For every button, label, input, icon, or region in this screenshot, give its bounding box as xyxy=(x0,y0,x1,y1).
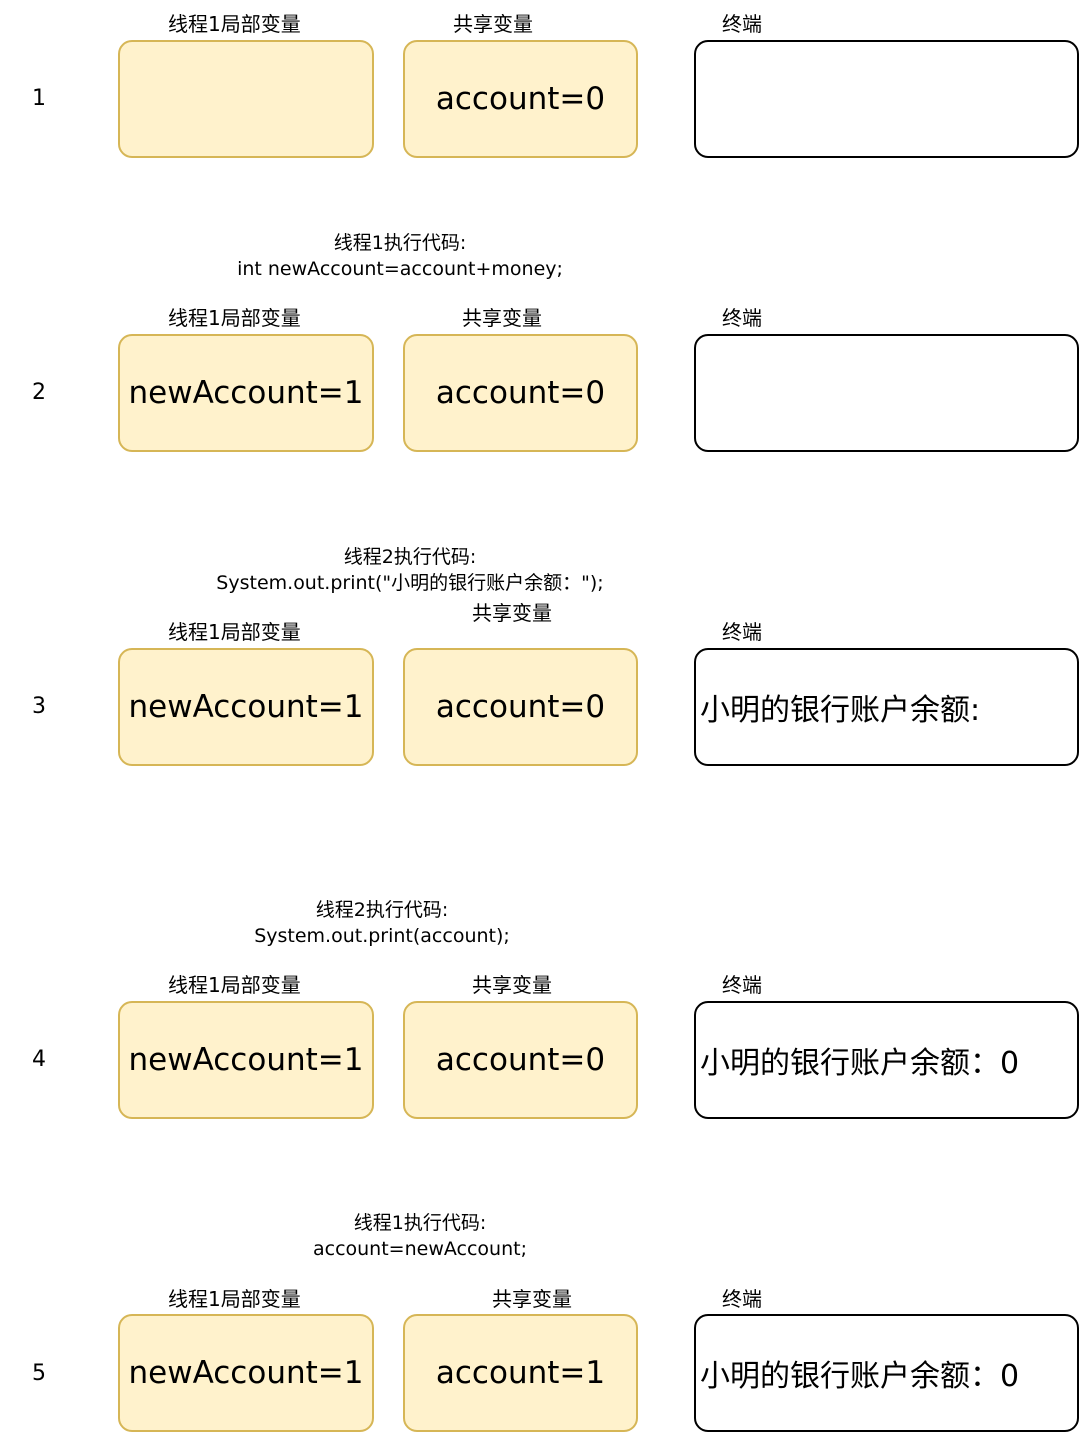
shared-variable-label: 共享变量 xyxy=(453,12,533,36)
code-line: int newAccount=account+money; xyxy=(237,258,563,280)
local-value: newAccount=1 xyxy=(128,1355,364,1391)
code-block: 线程1执行代码: int newAccount=account+money; xyxy=(200,230,600,282)
code-block: 线程1执行代码: account=newAccount; xyxy=(220,1210,620,1262)
shared-variable-box: account=1 xyxy=(403,1314,638,1432)
thread1-local-box: newAccount=1 xyxy=(118,1314,374,1432)
thread1-local-box xyxy=(118,40,374,158)
step-number: 1 xyxy=(32,86,46,111)
terminal-output: 小明的银行账户余额：0 xyxy=(700,1359,1020,1394)
terminal-label: 终端 xyxy=(722,620,762,644)
shared-variable-label: 共享变量 xyxy=(472,601,552,625)
terminal-box xyxy=(694,40,1079,158)
terminal-label: 终端 xyxy=(722,973,762,997)
local-value: newAccount=1 xyxy=(128,1042,364,1078)
code-block: 线程2执行代码: System.out.print("小明的银行账户余额："); xyxy=(160,544,660,596)
thread1-local-label: 线程1局部变量 xyxy=(168,12,301,36)
thread1-local-label: 线程1局部变量 xyxy=(168,973,301,997)
shared-value: account=0 xyxy=(435,375,606,411)
step-number: 2 xyxy=(32,380,46,405)
terminal-label: 终端 xyxy=(722,1287,762,1311)
shared-variable-box: account=0 xyxy=(403,334,638,452)
terminal-output: 小明的银行账户余额：0 xyxy=(700,1046,1020,1081)
terminal-box xyxy=(694,334,1079,452)
thread1-local-box: newAccount=1 xyxy=(118,1001,374,1119)
shared-variable-box: account=0 xyxy=(403,1001,638,1119)
terminal-output: 小明的银行账户余额: xyxy=(700,693,981,728)
code-line: System.out.print(account); xyxy=(254,925,510,947)
shared-value: account=0 xyxy=(435,1042,606,1078)
local-value: newAccount=1 xyxy=(128,689,364,725)
shared-variable-label: 共享变量 xyxy=(462,306,542,330)
code-caption: 线程2执行代码: xyxy=(315,899,449,921)
terminal-label: 终端 xyxy=(722,306,762,330)
shared-value: account=0 xyxy=(435,689,606,725)
thread1-local-box: newAccount=1 xyxy=(118,334,374,452)
shared-variable-box: account=0 xyxy=(403,40,638,158)
step-number: 3 xyxy=(32,694,46,719)
code-block: 线程2执行代码: System.out.print(account); xyxy=(182,897,582,949)
local-value: newAccount=1 xyxy=(128,375,364,411)
code-caption: 线程2执行代码: xyxy=(343,546,477,568)
thread1-local-label: 线程1局部变量 xyxy=(168,306,301,330)
terminal-label: 终端 xyxy=(722,12,762,36)
thread1-local-box: newAccount=1 xyxy=(118,648,374,766)
terminal-box: 小明的银行账户余额: xyxy=(694,648,1079,766)
shared-variable-box: account=0 xyxy=(403,648,638,766)
code-line: account=newAccount; xyxy=(312,1238,527,1260)
terminal-box: 小明的银行账户余额：0 xyxy=(694,1001,1079,1119)
shared-variable-label: 共享变量 xyxy=(472,973,552,997)
code-caption: 线程1执行代码: xyxy=(353,1212,487,1234)
thread1-local-label: 线程1局部变量 xyxy=(168,1287,301,1311)
shared-value: account=1 xyxy=(435,1355,606,1391)
shared-value: account=0 xyxy=(435,81,606,117)
step-number: 4 xyxy=(32,1047,46,1072)
code-caption: 线程1执行代码: xyxy=(333,232,467,254)
code-line: System.out.print("小明的银行账户余额："); xyxy=(216,572,604,594)
shared-variable-label: 共享变量 xyxy=(492,1287,572,1311)
thread1-local-label: 线程1局部变量 xyxy=(168,620,301,644)
step-number: 5 xyxy=(32,1361,46,1386)
terminal-box: 小明的银行账户余额：0 xyxy=(694,1314,1079,1432)
